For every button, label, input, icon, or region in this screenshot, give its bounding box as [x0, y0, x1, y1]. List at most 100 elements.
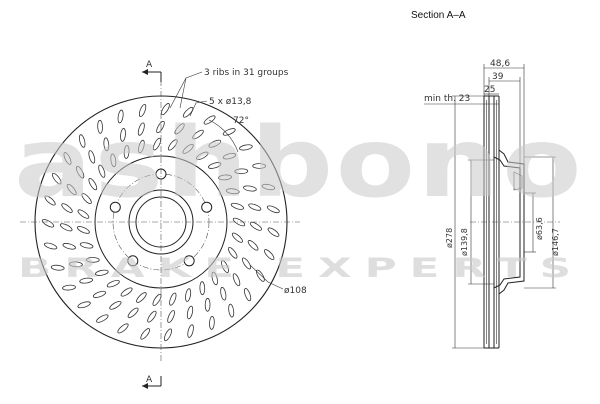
- cooling-slot: [211, 271, 218, 286]
- bolt-holes: [109, 168, 213, 267]
- dim-total-width: 48,6: [483, 59, 525, 164]
- cooling-slot: [167, 139, 178, 151]
- holes-note: 5 x ø13,8: [209, 97, 252, 107]
- cooling-slot: [232, 273, 241, 287]
- cooling-slot: [63, 152, 72, 165]
- cooling-slot: [196, 151, 209, 160]
- cooling-slot: [41, 219, 55, 228]
- cooling-slot: [78, 134, 86, 148]
- section-view: Section A–A 48,6 39 25: [411, 10, 560, 349]
- cooling-slot: [222, 128, 236, 136]
- cooling-slot: [138, 139, 145, 154]
- cooling-slot: [192, 129, 204, 140]
- cooling-slot: [227, 247, 238, 259]
- bolt-hole: [201, 201, 213, 213]
- cooling-slot: [62, 243, 76, 250]
- section-marker-bottom: A: [142, 375, 162, 389]
- cooling-slot: [156, 120, 165, 134]
- cooling-slot: [222, 152, 237, 160]
- cooling-slot: [261, 183, 276, 191]
- cooling-slot: [225, 188, 240, 195]
- ribs-leader-2: [179, 77, 187, 109]
- cooling-slot: [117, 109, 124, 124]
- cooling-slot: [209, 316, 215, 330]
- holes-leader: [189, 100, 208, 117]
- cooling-slot: [147, 310, 157, 323]
- cooling-slot: [152, 137, 162, 151]
- section-title: Section A–A: [411, 10, 466, 21]
- cooling-slot: [94, 269, 109, 276]
- dim-outer-diameter: ø278: [445, 95, 484, 349]
- min-thickness-label: min th. 23: [424, 94, 470, 104]
- dim-center-bore: ø63,6: [524, 192, 544, 253]
- cooling-slot: [77, 209, 90, 219]
- angle-arc: [208, 119, 239, 153]
- disc-profile: [470, 95, 560, 349]
- cooling-slot: [231, 232, 243, 243]
- cooling-slot: [103, 137, 110, 152]
- cooling-slot: [185, 288, 192, 302]
- cooling-slot: [204, 297, 211, 312]
- cooling-slot: [106, 279, 120, 288]
- cooling-slots: [41, 103, 280, 342]
- cooling-slot: [234, 168, 249, 175]
- cooling-slot: [109, 300, 122, 310]
- cooling-slot: [61, 203, 73, 213]
- cooling-slot: [232, 217, 246, 227]
- cooling-slot: [218, 174, 232, 181]
- cooling-slot: [96, 314, 109, 323]
- cooling-slot: [79, 242, 94, 249]
- cooling-slot: [221, 260, 229, 273]
- cooling-slot: [62, 284, 76, 291]
- cooling-slot: [76, 226, 90, 234]
- cooling-slot: [44, 195, 56, 206]
- cooling-slot: [208, 139, 222, 148]
- cooling-slot: [248, 203, 262, 211]
- dim-friction-inner-label: ø139,8: [460, 228, 469, 256]
- cooling-slot: [174, 123, 185, 135]
- cooling-slot: [117, 323, 129, 334]
- dim-friction-inner: ø139,8: [460, 159, 494, 285]
- cooling-slot: [186, 305, 194, 320]
- cooling-slot: [187, 324, 194, 338]
- cooling-slot: [50, 264, 65, 271]
- cooling-slot: [88, 150, 96, 164]
- bolt-hole: [183, 255, 195, 267]
- angle-note: 72°: [233, 116, 249, 126]
- brand-watermark: ashbono BRAKE EXPERTS: [14, 107, 582, 284]
- section-marker-label-top: A: [146, 60, 153, 70]
- cooling-slot: [97, 119, 103, 134]
- cooling-slot: [228, 303, 235, 318]
- dim-disc-thickness: 25: [484, 85, 499, 95]
- cooling-slot: [110, 153, 117, 168]
- cooling-slot: [208, 162, 222, 169]
- cooling-slot: [199, 281, 206, 296]
- bolt-hole: [109, 201, 121, 213]
- front-view: A A 3 ribs in 31 groups 5 x ø13,8 72° ø1…: [20, 60, 307, 389]
- cooling-slot: [81, 193, 92, 205]
- cooling-slot: [247, 240, 259, 251]
- diameter-leader: [249, 264, 284, 290]
- cooling-slot: [252, 163, 267, 169]
- cooling-slot: [43, 242, 58, 250]
- cooling-slot: [266, 205, 280, 214]
- cooling-slot: [182, 143, 194, 154]
- cooling-slot: [169, 292, 177, 306]
- cooling-slot: [120, 287, 133, 297]
- cooling-slot: [59, 223, 73, 232]
- cooling-slot: [244, 288, 252, 302]
- dim-hat-diameter-label: ø146,7: [551, 228, 560, 256]
- cooling-slot: [167, 310, 175, 323]
- cooling-slot: [220, 286, 227, 301]
- cooling-slot: [85, 257, 100, 263]
- cooling-slot: [75, 165, 85, 179]
- cooling-slot: [140, 328, 151, 340]
- cooling-slot: [137, 122, 145, 136]
- cooling-slot: [230, 202, 245, 210]
- cooling-slot: [98, 164, 106, 178]
- ribs-note: 3 ribs in 31 groups: [204, 68, 289, 78]
- dim-hat-depth: 39: [488, 72, 521, 168]
- cooling-slot: [160, 103, 170, 116]
- bolt-hole: [127, 255, 139, 267]
- cooling-slot: [120, 128, 126, 142]
